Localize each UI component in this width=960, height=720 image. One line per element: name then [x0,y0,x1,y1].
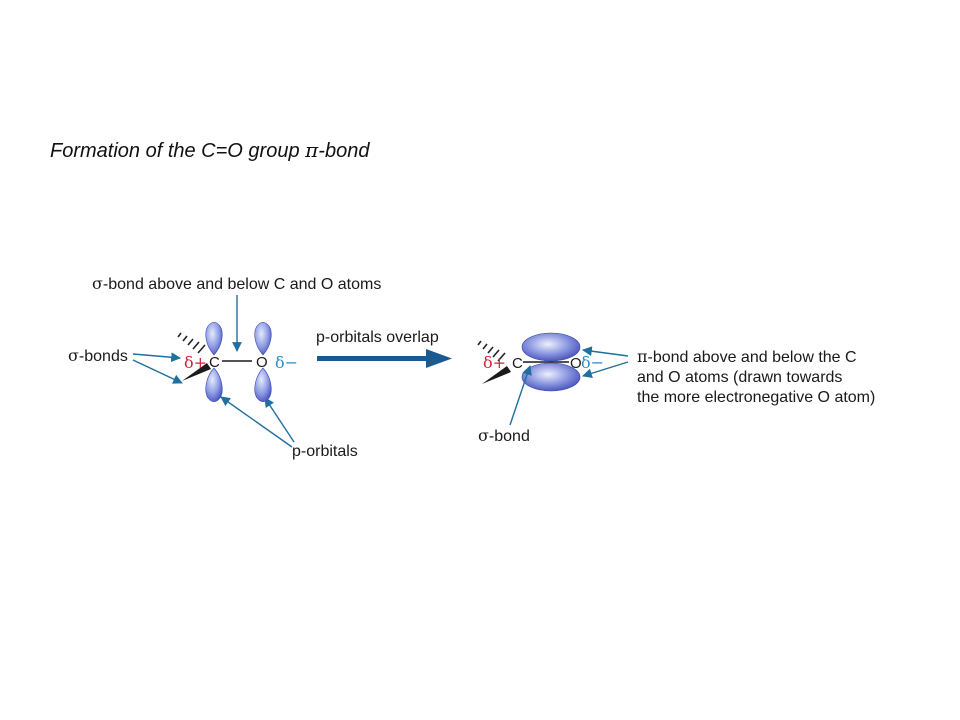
right-delta-minus: δ− [581,353,604,372]
pi-label-line2: and O atoms (drawn towards [637,369,842,386]
top-label-text: -bond above and below C and O atoms [103,276,381,293]
right-molecule: C O δ+ δ− [477,332,604,392]
p-orbitals-overlap-label: p-orbitals overlap [316,329,439,346]
left-oxygen-atom: O [256,354,268,371]
left-label-sigma: σ [68,346,79,365]
sigma-bond-symbol: σ [478,426,489,445]
hashed-bond [177,332,206,354]
right-wedge-bond [482,366,511,384]
wedge-bond [182,363,211,381]
sigma-bond-label: σ-bond [478,426,530,445]
right-oxygen-atom: O [570,355,582,372]
right-hashed-bond [477,340,506,362]
right-delta-plus: δ+ [483,353,506,372]
pi-label-line3: the more electronegative O atom) [637,389,875,406]
left-carbon-atom: C [209,354,220,371]
pi-orbital-bottom [521,362,581,392]
right-carbon-atom: C [512,355,523,372]
o-orbital-bottom [254,367,272,403]
arrow-icon [132,295,295,448]
pi-bond-label: π-bond above and below the C [637,347,857,366]
title-pi-symbol: π [305,138,319,162]
left-label-text: -bonds [79,348,128,365]
sigma-bond-text: -bond [489,428,530,445]
left-delta-minus: δ− [275,353,298,372]
pi-label-line1: -bond above and below the C [648,349,857,366]
pi-label-symbol: π [637,347,648,366]
pi-orbital-top [521,332,581,362]
c-orbital-bottom [205,367,223,403]
p-orbitals-label: p-orbitals [292,443,358,460]
sigma-bonds-label: σ-bonds [68,346,128,365]
top-label-sigma: σ [92,274,103,293]
o-orbital-top [254,321,272,356]
c-orbital-top [205,321,223,356]
arrow-icon [509,346,629,426]
right-arrow-icon [317,349,452,368]
sigma-bond-top-label: σ-bond above and below C and O atoms [92,274,381,293]
diagram-title: Formation of the C=O group π-bond [50,138,369,163]
left-molecule: C O δ+ δ− [177,321,298,403]
title-prefix: Formation of the C=O group [50,140,306,162]
title-suffix: -bond [318,140,370,162]
left-delta-plus: δ+ [184,353,207,372]
